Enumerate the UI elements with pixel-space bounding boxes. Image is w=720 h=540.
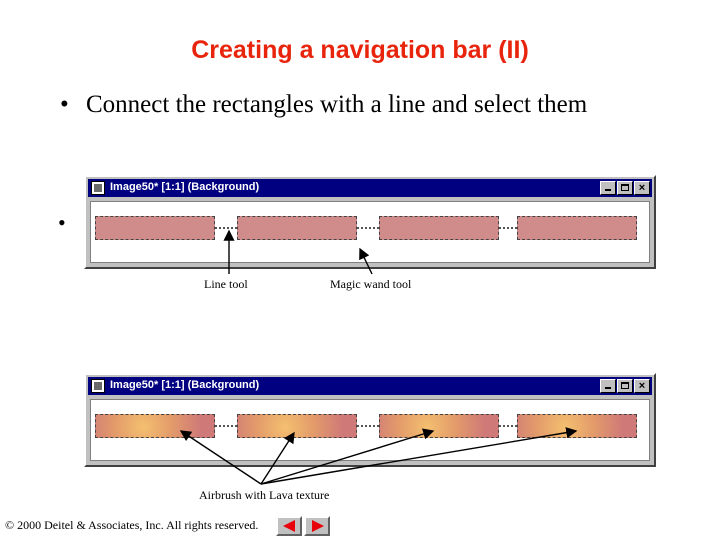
previous-slide-button[interactable]	[276, 516, 302, 536]
bullet-1: • Connect the rectangles with a line and …	[60, 91, 587, 119]
bullet-1-text: Connect the rectangles with a line and s…	[86, 91, 588, 118]
maximize-button[interactable]	[617, 181, 633, 195]
maximize-button[interactable]	[617, 379, 633, 393]
line-tool-label: Line tool	[204, 277, 248, 291]
image-window-top[interactable]: Image50* [1:1] (Background) ×	[84, 175, 656, 269]
copyright-footer: © 2000 Deitel & Associates, Inc. All rig…	[5, 518, 259, 532]
nav-rectangle[interactable]	[379, 216, 499, 240]
connector-line	[215, 227, 237, 229]
slide-title: Creating a navigation bar (II)	[191, 36, 529, 64]
image-window-bottom[interactable]: Image50* [1:1] (Background) ×	[84, 373, 656, 467]
window-titlebar[interactable]: Image50* [1:1] (Background) ×	[88, 179, 652, 197]
image-app-icon[interactable]	[91, 379, 105, 393]
nav-rectangle[interactable]	[237, 216, 357, 240]
nav-rectangle-lava[interactable]	[95, 414, 215, 438]
magic-wand-tool-label: Magic wand tool	[330, 277, 412, 291]
close-button[interactable]: ×	[634, 379, 650, 393]
next-slide-button[interactable]	[304, 516, 330, 536]
bullet-2-symbol: •	[58, 210, 66, 235]
connector-line	[357, 425, 379, 427]
nav-rectangle[interactable]	[95, 216, 215, 240]
connector-line	[215, 425, 237, 427]
bullet-symbol: •	[60, 91, 69, 118]
image-canvas[interactable]	[90, 399, 650, 461]
nav-rectangle-lava[interactable]	[517, 414, 637, 438]
window-title: Image50* [1:1] (Background)	[110, 181, 260, 193]
nav-rectangle-lava[interactable]	[237, 414, 357, 438]
nav-rectangle[interactable]	[517, 216, 637, 240]
window-title: Image50* [1:1] (Background)	[110, 379, 260, 391]
airbrush-label: Airbrush with Lava texture	[199, 488, 330, 502]
minimize-button[interactable]	[600, 379, 616, 393]
arrow-left-icon	[283, 520, 295, 532]
window-titlebar[interactable]: Image50* [1:1] (Background) ×	[88, 377, 652, 395]
close-button[interactable]: ×	[634, 181, 650, 195]
image-canvas[interactable]	[90, 201, 650, 263]
arrow-right-icon	[312, 520, 324, 532]
connector-line	[499, 227, 517, 229]
minimize-button[interactable]	[600, 181, 616, 195]
connector-line	[357, 227, 379, 229]
nav-rectangle-lava[interactable]	[379, 414, 499, 438]
connector-line	[499, 425, 517, 427]
image-app-icon[interactable]	[91, 181, 105, 195]
